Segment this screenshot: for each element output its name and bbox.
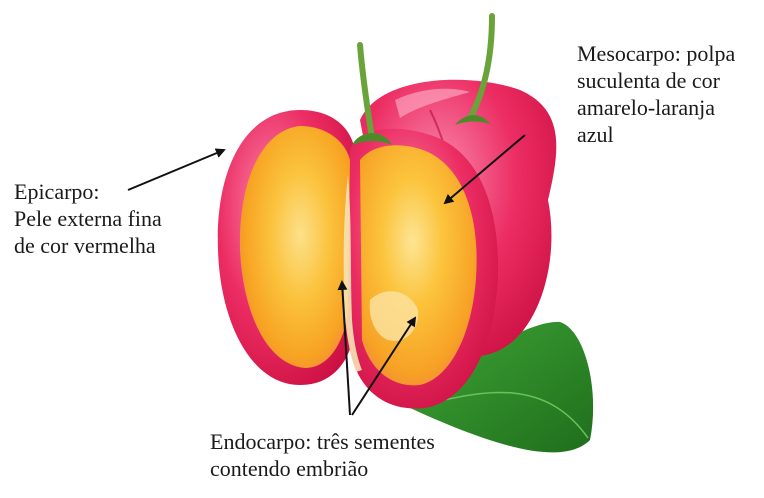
epicarpo-line-2: Pele externa fina (14, 205, 162, 232)
endocarpo-line-1: Endocarpo: três sementes (210, 428, 435, 455)
epicarpo-line-3: de cor vermelha (14, 232, 162, 259)
mesocarpo-line-2: suculenta de cor (577, 67, 735, 94)
label-mesocarpo: Mesocarpo: polpa suculenta de cor amarel… (577, 40, 735, 148)
mesocarpo-line-4: azul (577, 121, 735, 148)
mesocarpo-line-3: amarelo-laranja (577, 94, 735, 121)
label-endocarpo: Endocarpo: três sementes contendo embriã… (210, 428, 435, 482)
mesocarpo-line-1: Mesocarpo: polpa (577, 40, 735, 67)
epicarpo-line-1: Epicarpo: (14, 178, 162, 205)
label-epicarpo: Epicarpo: Pele externa fina de cor verme… (14, 178, 162, 259)
endocarpo-line-2: contendo embrião (210, 455, 435, 482)
